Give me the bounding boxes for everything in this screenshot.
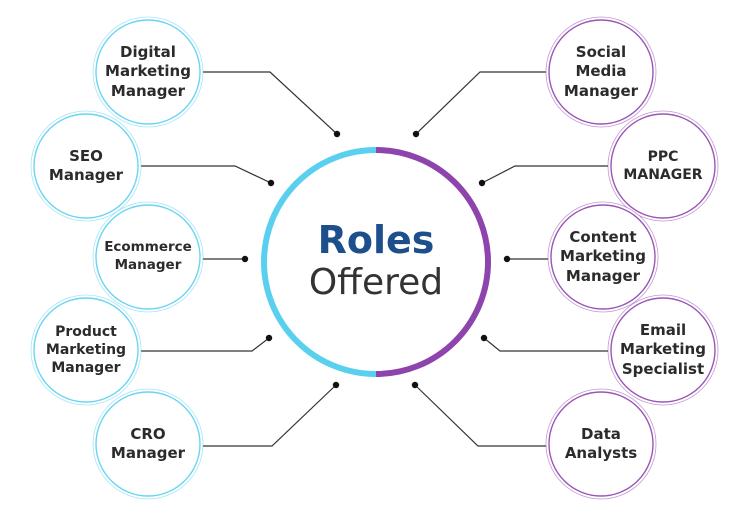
- right-connector-dot-5: [411, 381, 419, 389]
- center-hub: Roles Offered: [260, 150, 492, 374]
- right-connector-dot-2: [478, 179, 486, 187]
- center-ring-right-arc: [375, 147, 491, 377]
- right-connector-dot-1: [412, 130, 420, 138]
- left-connector-2: [138, 165, 272, 184]
- right-role-3-line-3: Manager: [565, 266, 641, 285]
- right-connector-dot-3: [503, 255, 511, 263]
- right-connector-4: [483, 337, 611, 352]
- right-role-4-line-3: Specialist: [621, 359, 705, 378]
- right-connector-2: [481, 165, 611, 184]
- left-role-4-line-3: Manager: [51, 360, 121, 377]
- left-role-4-line-1: Product: [55, 323, 117, 340]
- left-role-1-line-3: Manager: [110, 81, 186, 100]
- left-connector-5: [200, 384, 337, 447]
- right-role-5-line-1: Data: [581, 424, 621, 443]
- left-node-ring-5: [95, 391, 201, 497]
- left-connector-dot-3: [241, 255, 249, 263]
- right-role-1-line-1: Social: [575, 42, 627, 61]
- center-ring-left-arc: [261, 147, 377, 377]
- right-role-1-line-3: Manager: [563, 81, 639, 100]
- right-role-4-line-2: Marketing: [620, 340, 706, 359]
- center-title: Roles: [317, 217, 435, 262]
- left-node-ring-3: [95, 204, 201, 310]
- left-role-2-line-1: SEO: [69, 146, 103, 165]
- right-role-1-line-2: Media: [575, 62, 627, 81]
- right-node-ring-5: [548, 391, 654, 497]
- right-connector-dot-4: [480, 334, 488, 342]
- left-role-4-line-2: Marketing: [45, 341, 127, 358]
- right-role-3-line-2: Marketing: [560, 247, 646, 266]
- right-role-2-line-1: PPC: [647, 148, 679, 165]
- left-connector-dot-1: [333, 130, 341, 138]
- right-node-ring-3: [550, 204, 656, 310]
- right-role-2-line-2: MANAGER: [623, 167, 703, 183]
- right-role-2-label: PPC MANAGER: [623, 148, 702, 184]
- left-node-ring-1: [95, 19, 201, 125]
- right-node-ring-1: [548, 19, 654, 125]
- right-connector-1: [415, 71, 549, 135]
- right-role-5-line-2: Analysts: [564, 444, 638, 462]
- left-connector-dot-5: [332, 381, 340, 389]
- left-role-2-line-2: Manager: [48, 166, 124, 184]
- left-role-5-line-1: CRO: [130, 424, 166, 443]
- right-node-ring-4: [610, 297, 716, 403]
- right-node-ring-2: [610, 113, 716, 219]
- left-role-3-line-1: Ecommerce: [104, 239, 192, 256]
- right-role-2: PPC MANAGER: [611, 114, 715, 218]
- left-role-1-line-1: Digital: [120, 42, 176, 61]
- right-role-4-line-1: Email: [639, 320, 687, 339]
- left-role-3-line-2: Manager: [114, 257, 182, 273]
- left-connector-4: [138, 337, 270, 352]
- left-node-ring-2: [33, 113, 139, 219]
- right-connector-5: [414, 384, 549, 447]
- center-subtitle: Offered: [308, 262, 444, 304]
- left-connector-dot-2: [267, 179, 275, 187]
- right-role-3-line-1: Content: [569, 227, 637, 246]
- left-role-5-line-2: Manager: [110, 444, 186, 462]
- left-connector-dot-4: [265, 334, 273, 342]
- left-role-1-line-2: Marketing: [105, 62, 191, 81]
- left-connector-1: [200, 71, 338, 135]
- left-node-ring-4: [33, 297, 139, 403]
